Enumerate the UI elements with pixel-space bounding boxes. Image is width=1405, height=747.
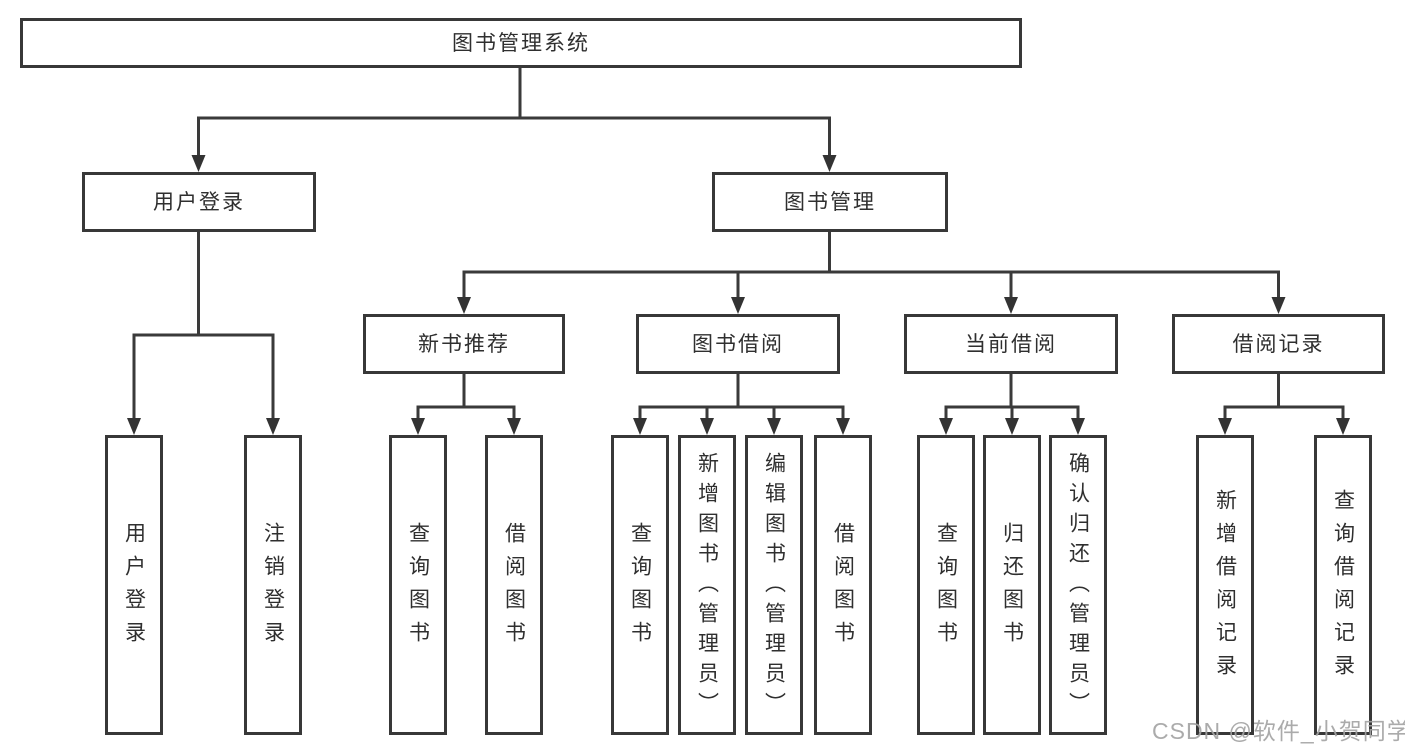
leaf-add-borrow-record: 新增借阅记录 [1196, 435, 1254, 735]
leaf-query-books-borrow: 查询图书 [611, 435, 669, 735]
node-library-management-system: 图书管理系统 [20, 18, 1022, 68]
leaf-borrow-books-recommend: 借阅图书 [485, 435, 543, 735]
leaf-query-books-recommend: 查询图书 [389, 435, 447, 735]
node-current-borrow: 当前借阅 [904, 314, 1118, 374]
leaf-user-login: 用户登录 [105, 435, 163, 735]
leaf-return-book: 归还图书 [983, 435, 1041, 735]
node-user-login: 用户登录 [82, 172, 316, 232]
node-new-book-recommend: 新书推荐 [363, 314, 565, 374]
node-book-management: 图书管理 [712, 172, 948, 232]
csdn-watermark: CSDN @软件_小贺同学 [1152, 718, 1405, 744]
leaf-logout-login: 注销登录 [244, 435, 302, 735]
leaf-add-book-admin: 新增图书（管理员） [678, 435, 736, 735]
leaf-confirm-return-admin: 确认归还（管理员） [1049, 435, 1107, 735]
node-book-borrow: 图书借阅 [636, 314, 840, 374]
leaf-query-books-current: 查询图书 [917, 435, 975, 735]
leaf-edit-book-admin: 编辑图书（管理员） [745, 435, 803, 735]
node-borrow-records: 借阅记录 [1172, 314, 1385, 374]
leaf-query-borrow-record: 查询借阅记录 [1314, 435, 1372, 735]
leaf-borrow-books: 借阅图书 [814, 435, 872, 735]
